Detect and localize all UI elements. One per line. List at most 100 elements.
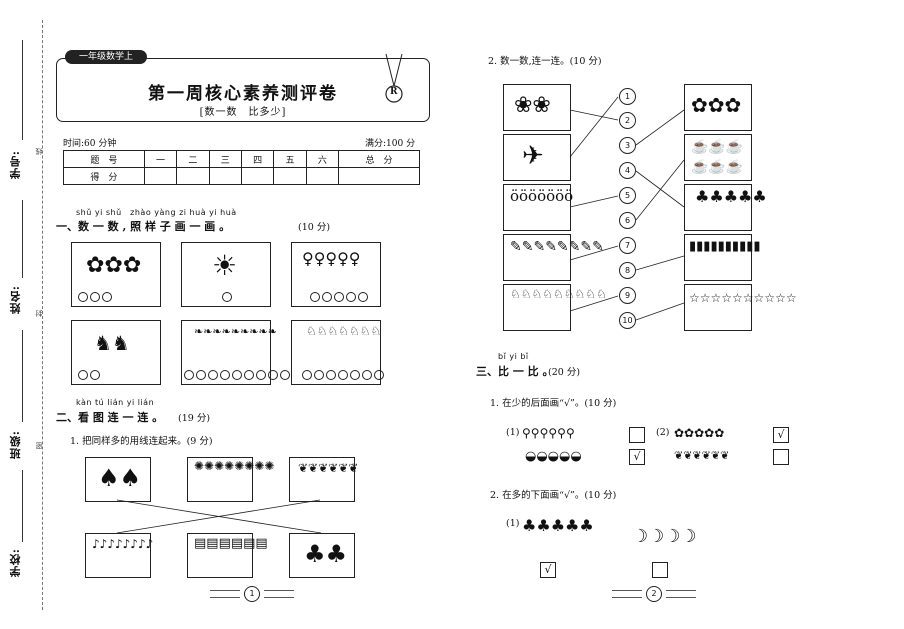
section2-q1: 1. 把同样多的用线连起来。(9 分) xyxy=(70,436,213,447)
answer-circles[interactable] xyxy=(222,292,234,302)
squirrel-icon: ❦❦❦❦❦❦ xyxy=(674,449,730,462)
match-top-trees[interactable]: ♠♠ xyxy=(85,457,151,502)
answer-circles[interactable] xyxy=(78,292,114,302)
compare3-label: (1) xyxy=(506,518,520,529)
balloon-icon: ♀♀♀♀♀ xyxy=(302,249,361,268)
check-box-flowers[interactable]: √ xyxy=(773,427,789,443)
name-blank[interactable] xyxy=(22,200,23,278)
bowl-icon: ◒◒◒◒◒ xyxy=(525,449,582,464)
section3-q2: 2. 在多的下面画“√”。(10 分) xyxy=(490,490,617,501)
right-box-flowers[interactable]: ✿✿✿ xyxy=(684,84,752,131)
class-blank[interactable] xyxy=(22,330,23,422)
count-box-horses: ♘♘♘♘♘♘♘ xyxy=(291,320,384,385)
number-circle-10[interactable]: 10 xyxy=(619,312,636,329)
page-number-2: 2 xyxy=(646,586,662,602)
count-box-rabbits: ♞♞ xyxy=(71,320,161,385)
badge-letter: R xyxy=(390,87,398,97)
number-circle-4[interactable]: 4 xyxy=(619,162,636,179)
page-subtitle: [数一数 比多少] xyxy=(199,107,287,118)
count-box-flowers: ✿✿✿ xyxy=(71,242,161,307)
plane-icon: ✈ xyxy=(522,141,544,171)
check-box-bananas[interactable] xyxy=(652,562,668,578)
section2-q2: 2. 数一数,连一连。(10 分) xyxy=(488,56,602,67)
number-circle-5[interactable]: 5 xyxy=(619,187,636,204)
match-top-birds[interactable]: ❦❦❦❦❦❦ xyxy=(289,457,359,502)
count-box-sun: ☀ xyxy=(181,242,271,307)
fish-icon: ❧❧❧❧❧❧❧❧❧ xyxy=(194,325,277,338)
compare2-label: (2) xyxy=(656,427,670,438)
bird-icon: ❦❦❦❦❦❦ xyxy=(298,461,359,475)
check-box-bowls[interactable]: √ xyxy=(629,449,645,465)
badge-medal: R xyxy=(383,53,405,106)
page-title: 第一周核心素养测评卷 xyxy=(148,84,338,104)
page-deco-right xyxy=(264,590,294,598)
section1-pinyin: shǔ yi shǔ zhào yàng zi huà yi huà xyxy=(76,208,237,217)
section2-score: (19 分) xyxy=(178,413,211,424)
duck-icon: ♪♪♪♪♪♪♪♪ xyxy=(92,537,154,551)
answer-circles[interactable] xyxy=(302,370,386,380)
number-circle-3[interactable]: 3 xyxy=(619,137,636,154)
check-box-pineapples[interactable]: √ xyxy=(540,562,556,578)
number-circle-9[interactable]: 9 xyxy=(619,287,636,304)
cut-line xyxy=(42,20,43,610)
section3-pinyin: bǐ yi bǐ xyxy=(498,352,529,361)
section2-title: 二、看 图 连 一 连 。 xyxy=(56,411,164,424)
flower-icon: ✿✿✿✿✿ xyxy=(674,426,725,440)
answer-circles[interactable] xyxy=(78,370,102,380)
right-box-cups[interactable]: ☕☕☕☕☕☕ xyxy=(684,134,752,181)
page-number-1: 1 xyxy=(244,586,260,602)
student-id-blank[interactable] xyxy=(22,40,23,140)
left-box-plane[interactable]: ✈ xyxy=(503,134,571,181)
page-deco-left xyxy=(612,590,642,598)
section2-pinyin: kàn tú lián yi lián xyxy=(76,398,155,407)
score-input-cell[interactable] xyxy=(338,167,420,185)
score-table-score-row: 得 分 xyxy=(63,167,420,185)
flower-icon: ✿✿✿ xyxy=(86,253,142,278)
section3-score: (20 分) xyxy=(548,367,581,378)
binding-sidebar: 学号: 姓名: 班级: 学校: 线 封 密 xyxy=(0,0,50,629)
apple-icon: ööööööö xyxy=(510,187,574,205)
bottle-icon: ▮▮▮▮▮▮▮▮▮▮ xyxy=(689,239,761,254)
pineapple-icon: ♣♣ xyxy=(304,540,348,568)
cup-icon: ☕☕☕☕☕☕ xyxy=(691,139,744,175)
count-box-fish: ❧❧❧❧❧❧❧❧❧ xyxy=(181,320,290,385)
pineapple-icon: ♣♣♣♣♣ xyxy=(522,516,594,535)
answer-circles[interactable] xyxy=(184,370,292,380)
left-box-apples[interactable]: ööööööö xyxy=(503,184,574,231)
spoon-icon: ⚲⚲⚲⚲⚲⚲ xyxy=(522,426,575,440)
number-circle-2[interactable]: 2 xyxy=(619,112,636,129)
grade-tag: 一年级数学上 xyxy=(65,50,147,64)
left-box-hedgehogs[interactable]: ❀❀ xyxy=(503,84,571,131)
check-box-squirrels[interactable] xyxy=(773,449,789,465)
exam-time: 时间:60 分钟 xyxy=(63,139,117,149)
rabbit-icon: ♞♞ xyxy=(94,331,130,355)
full-score: 满分:100 分 xyxy=(365,139,416,149)
score-table: 题 号 一 二 三 四 五 六 总 分 得 分 xyxy=(63,150,420,185)
school-blank[interactable] xyxy=(22,470,23,542)
page-deco-right xyxy=(666,590,696,598)
check-box-spoons[interactable] xyxy=(629,427,645,443)
score-input-cell[interactable] xyxy=(305,167,340,185)
section3-title: 三、比 一 比 。 xyxy=(476,365,554,378)
match-bottom-books[interactable]: ▤▤▤▤▤▤ xyxy=(187,533,268,578)
tree-icon: ♠♠ xyxy=(98,464,142,492)
section1-title: 一、数 一 数 , 照 样 子 画 一 画 。 xyxy=(56,220,231,233)
number-circle-8[interactable]: 8 xyxy=(619,262,636,279)
right-box-pineapples[interactable]: ♣♣♣♣♣ xyxy=(684,184,767,231)
banana-icon: ☽☽☽☽ xyxy=(632,526,697,547)
right-box-bottles[interactable]: ▮▮▮▮▮▮▮▮▮▮ xyxy=(684,234,761,281)
hedgehog-icon: ❀❀ xyxy=(514,93,551,118)
number-circle-6[interactable]: 6 xyxy=(619,212,636,229)
match-bottom-pineapples[interactable]: ♣♣ xyxy=(289,533,355,578)
match-bottom-ducks[interactable]: ♪♪♪♪♪♪♪♪ xyxy=(85,533,154,578)
compare1-label: (1) xyxy=(506,427,520,438)
answer-circles[interactable] xyxy=(310,292,370,302)
title-banner: 第一周核心素养测评卷 [数一数 比多少] xyxy=(56,58,430,122)
left-box-animals[interactable]: ♘♘♘♘♘♘♘♘♘ xyxy=(503,284,607,331)
number-circle-7[interactable]: 7 xyxy=(619,237,636,254)
section1-score: (10 分) xyxy=(298,222,331,233)
page-deco-left xyxy=(210,590,240,598)
number-circle-1[interactable]: 1 xyxy=(619,88,636,105)
